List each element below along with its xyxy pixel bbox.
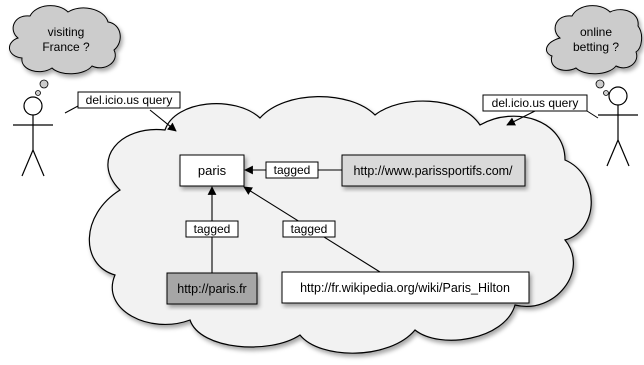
thought-cloud-right [545, 5, 643, 75]
query-right-label: del.icio.us query [492, 96, 579, 110]
thought-bubble-right-2 [603, 90, 609, 96]
thought-cloud-left [9, 5, 121, 75]
thought-bubble-left-1 [39, 79, 49, 89]
resource-node-wikipedia-label: http://fr.wikipedia.org/wiki/Paris_Hilto… [300, 281, 510, 295]
thought-right-line1: online [580, 25, 612, 39]
resource-node-parissportifs-label: http://www.parissportifs.com/ [353, 164, 513, 178]
resource-node-parisfr-label: http://paris.fr [177, 282, 246, 296]
edge-label-parisfr: tagged [194, 222, 231, 236]
main-cloud [88, 96, 592, 354]
query-left-tick [64, 105, 79, 114]
query-left-arrow [149, 109, 177, 132]
thought-left-line2: France ? [42, 40, 90, 54]
thought-bubble-right-1 [595, 79, 605, 89]
tag-node-paris-label: paris [198, 163, 227, 178]
query-left-box [77, 91, 181, 109]
resource-node-wikipedia [281, 271, 530, 304]
edge-label-parissportifs: tagged [274, 163, 311, 177]
edge-label-wikipedia: tagged [291, 222, 328, 236]
thought-bubble-left-2 [35, 90, 41, 96]
query-right-arrow [506, 110, 536, 126]
stick-figure-right [598, 86, 638, 167]
thought-right-line2: betting ? [573, 40, 619, 54]
edge-label-box-parissportifs [265, 161, 319, 179]
query-right-tick [586, 110, 599, 119]
stick-figure-left [13, 96, 53, 177]
edge-label-box-parisfr [185, 220, 239, 238]
tag-node-paris [179, 154, 245, 187]
query-left-label: del.icio.us query [86, 93, 173, 107]
edge-label-box-wikipedia [282, 220, 336, 238]
resource-node-parisfr [166, 272, 258, 305]
resource-node-parissportifs [341, 154, 526, 187]
thought-left-line1: visiting [48, 25, 85, 39]
